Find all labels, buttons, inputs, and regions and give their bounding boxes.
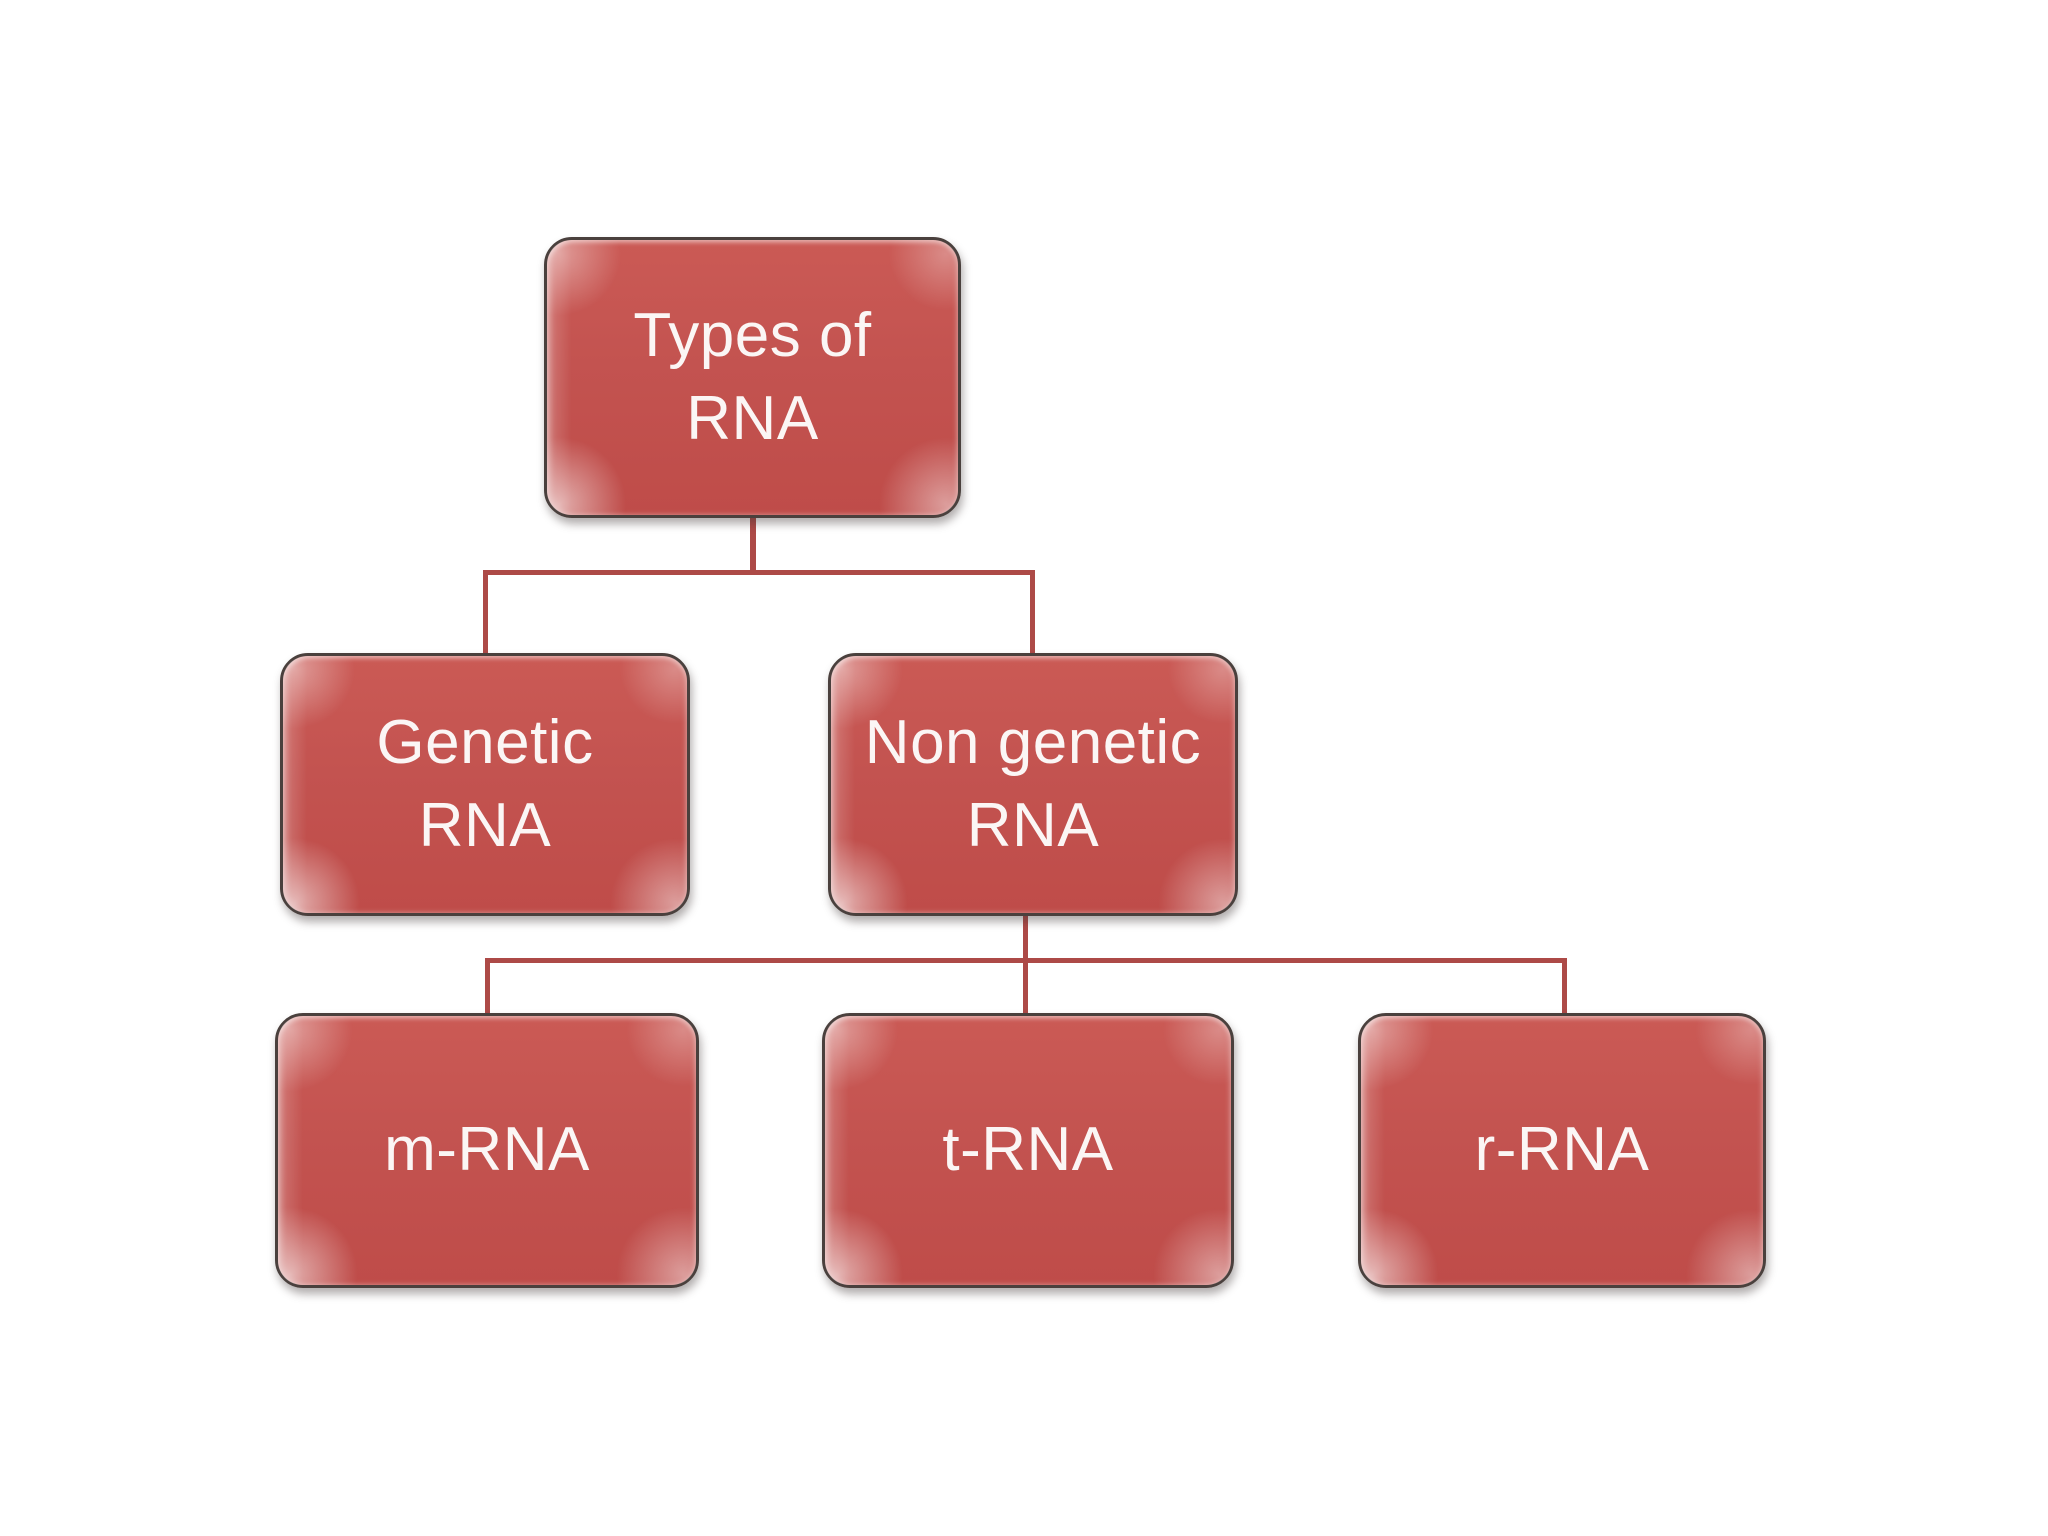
node-types-of-rna: Types of RNA [544,237,961,518]
connector-drop-m-rna [485,958,490,1017]
node-non-genetic-rna-label: Non genetic RNA [864,708,1202,860]
node-r-rna-label: r-RNA [1474,1115,1650,1185]
node-types-of-rna-label: Types of RNA [633,301,872,453]
node-non-genetic-rna: Non genetic RNA [828,653,1238,916]
connector-level1-horizontal [483,570,1035,575]
node-t-rna: t-RNA [822,1013,1234,1288]
node-m-rna-label: m-RNA [384,1115,590,1185]
connector-root-stem [750,514,756,574]
node-m-rna: m-RNA [275,1013,699,1288]
connector-drop-r-rna [1562,958,1567,1017]
connector-non-genetic-stem [1023,912,1028,962]
connector-drop-t-rna [1023,958,1028,1017]
node-t-rna-label: t-RNA [942,1115,1114,1185]
node-genetic-rna-label: Genetic RNA [376,708,594,860]
connector-drop-genetic [483,570,488,657]
node-genetic-rna: Genetic RNA [280,653,690,916]
node-r-rna: r-RNA [1358,1013,1766,1288]
connector-drop-non-genetic [1030,570,1035,657]
